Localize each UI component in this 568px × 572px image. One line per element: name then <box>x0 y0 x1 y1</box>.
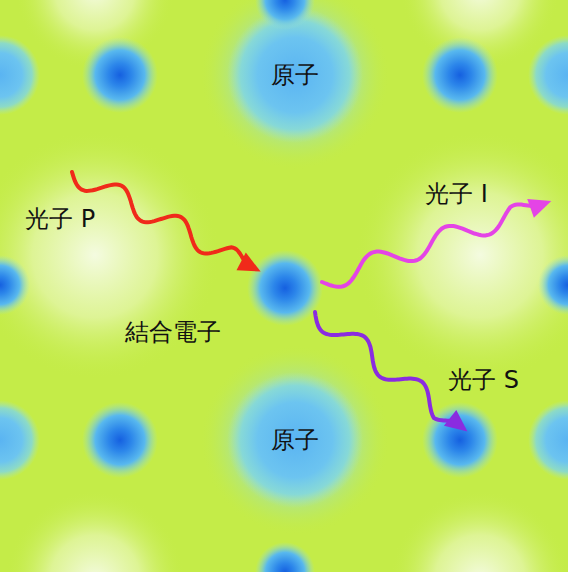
photon-label: 光子 I <box>425 180 488 209</box>
photon-label: 光子 S <box>448 366 519 395</box>
photon-p-wave-head <box>236 252 260 271</box>
electron-label: 結合電子 <box>125 318 221 347</box>
photon-label: 光子 P <box>25 205 95 234</box>
photon-i-wave <box>322 205 540 287</box>
atom-label: 原子 <box>271 426 319 455</box>
photon-p-wave <box>72 172 250 266</box>
atom-circle: 原子 <box>235 15 355 135</box>
atom-label: 原子 <box>271 61 319 90</box>
atom-circle: 原子 <box>235 380 355 500</box>
photon-i-wave-head <box>527 199 551 218</box>
electron-blob: 結合電子 <box>255 258 315 318</box>
photon-s-wave <box>315 312 458 424</box>
photon-s-wave-head <box>444 410 467 431</box>
